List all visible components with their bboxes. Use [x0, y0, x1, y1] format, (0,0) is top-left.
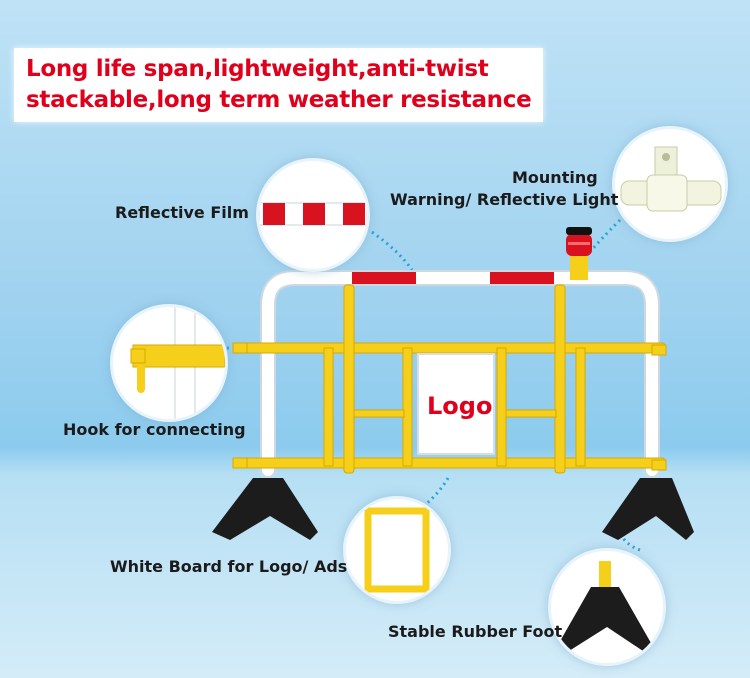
- right-rubber-foot: [602, 478, 694, 540]
- left-rubber-foot: [212, 478, 318, 540]
- zoom-circle-white-board: [343, 496, 451, 604]
- label-rubber-foot: Stable Rubber Foot: [388, 622, 563, 641]
- warning-light: [566, 227, 592, 280]
- headline-banner: Long life span,lightweight,anti-twist st…: [14, 48, 544, 122]
- reflective-strip-2: [490, 272, 554, 284]
- label-mounting: Mounting: [512, 168, 598, 187]
- zoom-circle-hook: [110, 304, 228, 422]
- barrier-yellow-rails: [232, 284, 667, 474]
- logo-board: [417, 353, 495, 455]
- leader-mounting: [588, 218, 622, 253]
- rubber-feet: [212, 478, 694, 540]
- logo-text: Logo: [427, 392, 493, 420]
- zoom-circle-rubber-foot: [548, 548, 666, 666]
- label-hook: Hook for connecting: [63, 420, 246, 439]
- label-warning-light: Warning/ Reflective Light: [390, 190, 619, 209]
- label-white-board: White Board for Logo/ Ads: [110, 557, 348, 576]
- leader-reflective-film: [371, 230, 414, 271]
- headline-line-1: Long life span,lightweight,anti-twist: [26, 56, 489, 82]
- zoom-circle-mounting: [612, 126, 728, 242]
- barrier-frame: [260, 270, 660, 478]
- reflective-strip-1: [352, 272, 416, 284]
- zoom-circle-reflective-film: [256, 158, 370, 272]
- label-reflective-film: Reflective Film: [115, 203, 249, 222]
- headline-line-2: stackable,long term weather resistance: [26, 87, 532, 113]
